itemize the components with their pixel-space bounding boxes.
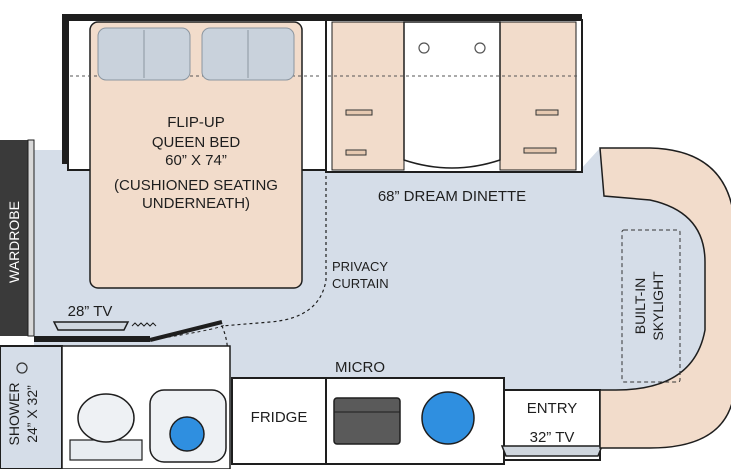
- seatbelt-left-top: [345, 109, 373, 116]
- bed-label-line5: UNDERNEATH): [142, 195, 250, 212]
- bath-wall: [34, 336, 150, 342]
- fridge-label: FRIDGE: [251, 409, 308, 426]
- left-upper-wall: [62, 14, 68, 164]
- dinette-seat-left: [331, 21, 405, 171]
- shower-label-line1: SHOWER: [6, 383, 22, 446]
- toilet-tank: [69, 439, 143, 461]
- shower-label-line2: 24” X 32”: [24, 385, 40, 443]
- dinette-seat-right: [499, 21, 577, 171]
- bed-label-line4: (CUSHIONED SEATING: [114, 177, 278, 194]
- front-tv: [500, 445, 604, 457]
- rear-tv-label: 28” TV: [68, 303, 113, 320]
- privacy-label-line1: PRIVACY: [332, 259, 388, 274]
- built-in-skylight: [621, 229, 681, 383]
- dinette-table: [403, 21, 501, 169]
- front-tv-label: 32” TV: [530, 429, 575, 446]
- toilet-bowl: [77, 393, 135, 443]
- shower: [0, 345, 63, 469]
- cab-seating: [599, 147, 731, 449]
- cooktop: [333, 397, 401, 445]
- dinette-label: 68” DREAM DINETTE: [378, 188, 526, 205]
- bed-label-line3: 60” X 74”: [165, 152, 227, 169]
- entry-label: ENTRY: [527, 400, 578, 417]
- rear-wall: [62, 14, 582, 20]
- wardrobe-edge: [27, 139, 35, 337]
- shower-drain: [16, 362, 28, 374]
- skylight-label-line1: BUILT-IN: [632, 278, 648, 335]
- queen-bed: [89, 21, 303, 289]
- seatbelt-right-top: [535, 109, 559, 116]
- bed-label-line2: QUEEN BED: [152, 134, 241, 151]
- micro-label: MICRO: [335, 359, 385, 376]
- bed-label-line1: FLIP-UP: [167, 114, 225, 131]
- seatbelt-right-bottom: [523, 147, 557, 154]
- privacy-label-line2: CURTAIN: [332, 276, 389, 291]
- wardrobe-label: WARDROBE: [6, 201, 22, 283]
- bath-door: [149, 320, 223, 342]
- galley-sink: [421, 391, 475, 445]
- fridge: [231, 377, 327, 465]
- skylight-label-line2: SKYLIGHT: [650, 271, 666, 341]
- seatbelt-left-bottom: [345, 149, 367, 156]
- rear-tv-cord: [131, 322, 157, 327]
- rear-tv: [52, 321, 130, 331]
- bath-sink: [169, 416, 205, 452]
- table-dot-left: [418, 42, 430, 54]
- table-dot-right: [474, 42, 486, 54]
